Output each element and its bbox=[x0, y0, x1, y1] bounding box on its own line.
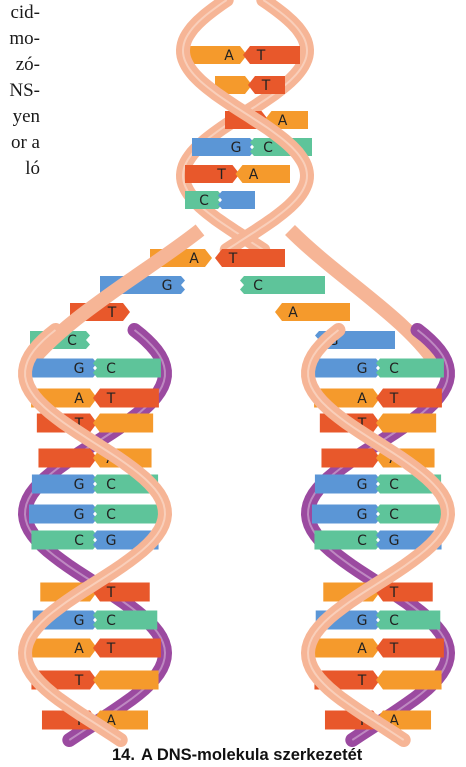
base-g bbox=[192, 138, 254, 156]
base-a bbox=[376, 414, 436, 433]
base-label: G bbox=[357, 507, 368, 523]
base-c bbox=[31, 531, 97, 550]
parent-strand-left bbox=[25, 230, 200, 370]
base-t bbox=[185, 165, 240, 183]
base-label: G bbox=[74, 507, 85, 523]
base-a bbox=[29, 639, 97, 658]
base-label: A bbox=[74, 391, 84, 407]
base-g bbox=[29, 359, 97, 378]
base-label: T bbox=[106, 585, 116, 601]
base-label: C bbox=[389, 477, 399, 493]
base-label: A bbox=[74, 641, 84, 657]
base-label: G bbox=[74, 361, 85, 377]
base-g bbox=[312, 505, 380, 524]
base-c bbox=[93, 359, 161, 378]
base-label: C bbox=[389, 361, 399, 377]
base-label: C bbox=[74, 533, 84, 549]
base-t bbox=[243, 46, 300, 64]
caption-text: A DNS-molekula szerkezetét bbox=[141, 746, 362, 764]
base-g bbox=[29, 505, 97, 524]
base-label: C bbox=[106, 507, 116, 523]
base-label: T bbox=[106, 641, 116, 657]
base-c bbox=[93, 505, 161, 524]
base-label: C bbox=[389, 613, 399, 629]
base-label: G bbox=[106, 533, 117, 549]
base-t bbox=[215, 249, 285, 267]
base-label: A bbox=[189, 251, 199, 267]
base-c bbox=[314, 531, 380, 550]
base-label: A bbox=[224, 48, 234, 64]
base-label: T bbox=[389, 391, 399, 407]
base-c bbox=[376, 611, 440, 630]
base-label: G bbox=[162, 278, 173, 294]
base-g bbox=[32, 475, 97, 494]
base-label: T bbox=[228, 251, 238, 267]
base-label: G bbox=[231, 140, 242, 156]
base-c bbox=[376, 505, 444, 524]
base-label: G bbox=[357, 361, 368, 377]
base-t bbox=[376, 639, 444, 658]
base-label: C bbox=[253, 278, 263, 294]
base-label: T bbox=[216, 167, 226, 183]
base-label: A bbox=[288, 305, 298, 321]
base-a bbox=[376, 671, 442, 690]
base-a bbox=[312, 639, 380, 658]
base-label: C bbox=[357, 533, 367, 549]
base-label: C bbox=[67, 333, 77, 349]
right-daughter-helix: GCATTAGCGCCGATGCATTTA bbox=[308, 330, 448, 740]
base-t bbox=[321, 449, 380, 468]
caption-number: 14. bbox=[112, 746, 135, 764]
base-label: G bbox=[389, 533, 400, 549]
base-label: T bbox=[256, 48, 266, 64]
base-label: G bbox=[357, 477, 368, 493]
base-a bbox=[190, 46, 247, 64]
base-a bbox=[93, 414, 153, 433]
base-t bbox=[38, 449, 97, 468]
base-t bbox=[93, 639, 161, 658]
base-label: G bbox=[74, 477, 85, 493]
base-g bbox=[218, 191, 255, 209]
base-label: C bbox=[263, 140, 273, 156]
base-t bbox=[376, 389, 442, 408]
base-label: A bbox=[249, 167, 259, 183]
base-label: C bbox=[106, 361, 116, 377]
base-label: T bbox=[107, 305, 117, 321]
base-a bbox=[93, 671, 159, 690]
base-label: C bbox=[106, 613, 116, 629]
base-label: G bbox=[74, 613, 85, 629]
base-c bbox=[93, 611, 157, 630]
base-label: T bbox=[106, 391, 116, 407]
base-a bbox=[236, 165, 291, 183]
base-label: C bbox=[389, 507, 399, 523]
figure-caption: 14. A DNS-molekula szerkezetét bbox=[112, 746, 466, 765]
base-label: A bbox=[278, 113, 288, 129]
base-g bbox=[315, 475, 380, 494]
base-label: T bbox=[261, 78, 271, 94]
base-label: C bbox=[106, 477, 116, 493]
base-label: C bbox=[199, 193, 209, 209]
base-label: T bbox=[357, 673, 367, 689]
base-label: T bbox=[389, 641, 399, 657]
base-label: A bbox=[357, 391, 367, 407]
base-label: T bbox=[389, 585, 399, 601]
base-label: G bbox=[357, 613, 368, 629]
base-label: T bbox=[74, 673, 84, 689]
base-t bbox=[93, 389, 159, 408]
base-a bbox=[275, 303, 350, 321]
base-label: A bbox=[357, 641, 367, 657]
base-c bbox=[376, 359, 444, 378]
base-g bbox=[312, 359, 380, 378]
